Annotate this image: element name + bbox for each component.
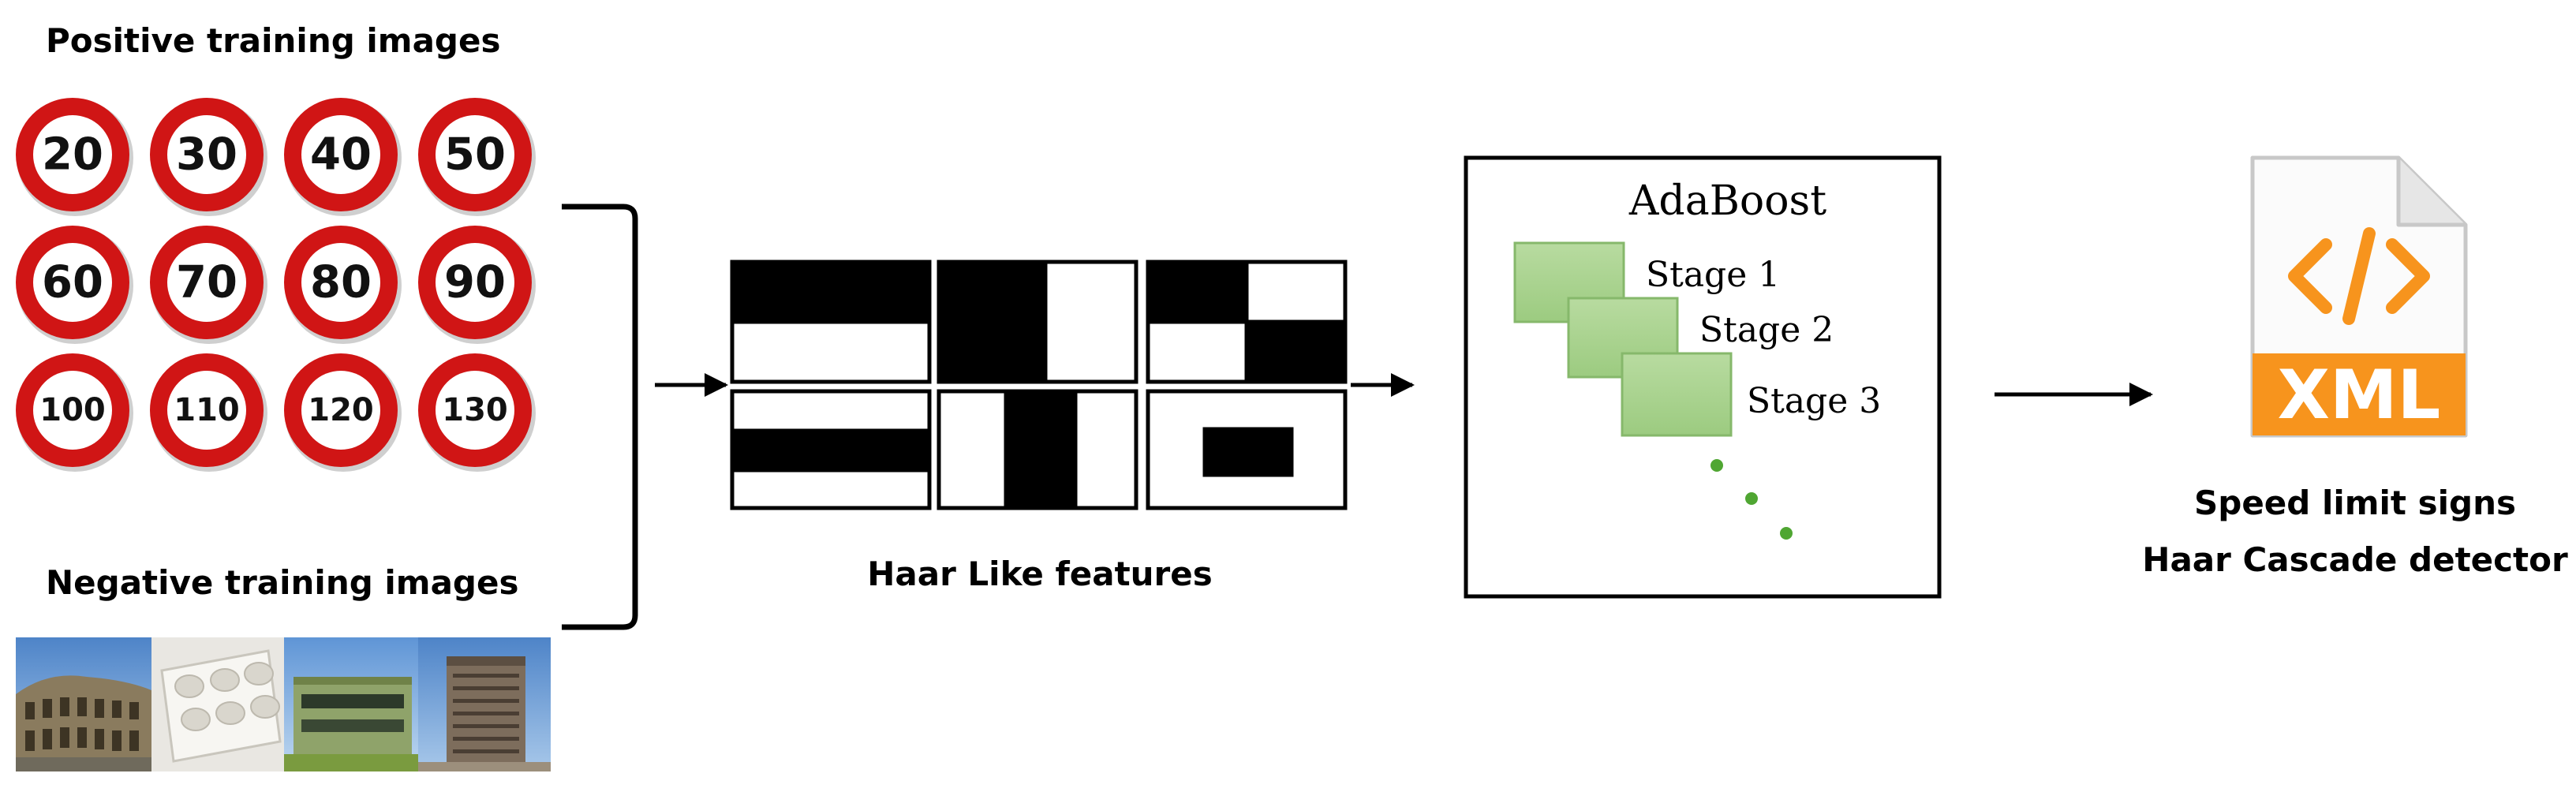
haar-feature-line-vertical xyxy=(937,389,1138,510)
stage-1-label: Stage 1 xyxy=(1646,255,1780,295)
continuation-dot xyxy=(1780,527,1793,540)
speed-limit-sign: 60 xyxy=(16,226,133,344)
positive-sign-grid: 20 30 40 50 60 70 80 90 100 110 120 130 xyxy=(16,98,536,472)
speed-limit-value: 110 xyxy=(174,392,240,428)
speed-limit-value: 90 xyxy=(444,257,506,308)
xml-file-icon: XML xyxy=(2250,155,2468,438)
speed-limit-sign: 110 xyxy=(150,353,267,472)
speed-limit-value: 30 xyxy=(176,129,237,181)
negative-photo-colosseum xyxy=(16,637,151,771)
stage-2-label: Stage 2 xyxy=(1699,310,1834,350)
haar-feature-center-surround xyxy=(1146,389,1348,510)
speed-limit-value: 100 xyxy=(39,392,106,428)
stage-3-label: Stage 3 xyxy=(1747,381,1881,421)
speed-limit-value: 130 xyxy=(442,392,508,428)
adaboost-stages: Stage 1 Stage 2 Stage 3 xyxy=(1513,241,1881,540)
speed-limit-value: 70 xyxy=(176,257,237,308)
output-caption-line-2: Haar Cascade detector xyxy=(2142,540,2568,579)
adaboost-title: AdaBoost xyxy=(1628,177,1826,225)
haar-feature-grid xyxy=(730,260,1348,510)
negative-photo-green-building xyxy=(284,637,418,771)
haar-caption: Haar Like features xyxy=(867,555,1213,593)
negative-title: Negative training images xyxy=(46,563,518,602)
speed-limit-sign: 90 xyxy=(418,226,536,344)
speed-limit-sign: 100 xyxy=(16,353,133,472)
speed-limit-value: 50 xyxy=(444,129,506,181)
speed-limit-sign: 50 xyxy=(418,98,536,216)
speed-limit-value: 60 xyxy=(42,257,103,308)
haar-feature-line-horizontal xyxy=(730,389,932,510)
positive-title: Positive training images xyxy=(46,21,500,60)
negative-photo-tower-building xyxy=(418,637,551,771)
haar-feature-edge-vertical xyxy=(937,260,1138,384)
continuation-dot xyxy=(1710,459,1723,472)
xml-label: XML xyxy=(2278,356,2441,435)
code-brackets-icon xyxy=(2288,227,2430,325)
speed-limit-value: 40 xyxy=(310,129,372,181)
speed-limit-sign: 70 xyxy=(150,226,267,344)
speed-limit-sign: 40 xyxy=(284,98,402,216)
speed-limit-sign: 30 xyxy=(150,98,267,216)
speed-limit-sign: 20 xyxy=(16,98,133,216)
stage-3-block xyxy=(1621,352,1733,437)
negative-photo-egg-carton xyxy=(151,637,284,771)
speed-limit-value: 120 xyxy=(308,392,374,428)
speed-limit-value: 20 xyxy=(42,129,103,181)
speed-limit-sign: 80 xyxy=(284,226,402,344)
speed-limit-sign: 120 xyxy=(284,353,402,472)
output-caption-line-1: Speed limit signs xyxy=(2194,484,2516,522)
haar-feature-edge-horizontal xyxy=(730,260,932,384)
continuation-dot xyxy=(1745,492,1758,505)
grouping-bracket xyxy=(562,204,638,630)
speed-limit-value: 80 xyxy=(310,257,372,308)
haar-feature-checkerboard xyxy=(1146,260,1348,384)
negative-photo-strip xyxy=(16,637,551,771)
speed-limit-sign: 130 xyxy=(418,353,536,472)
